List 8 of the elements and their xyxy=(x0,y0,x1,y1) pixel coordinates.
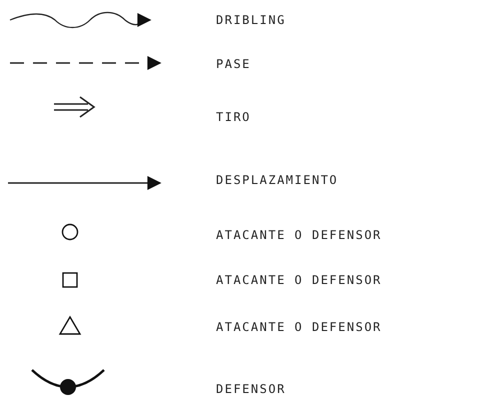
legend-label: DRIBLING xyxy=(216,13,286,27)
legend-label: DESPLAZAMIENTO xyxy=(216,173,338,187)
legend-label: DEFENSOR xyxy=(216,382,286,396)
legend-label: ATACANTE O DEFENSOR xyxy=(216,228,382,242)
legend-label: TIRO xyxy=(216,110,251,124)
legend-label: PASE xyxy=(216,57,251,71)
legend-label: ATACANTE O DEFENSOR xyxy=(216,320,382,334)
legend-label: ATACANTE O DEFENSOR xyxy=(216,273,382,287)
